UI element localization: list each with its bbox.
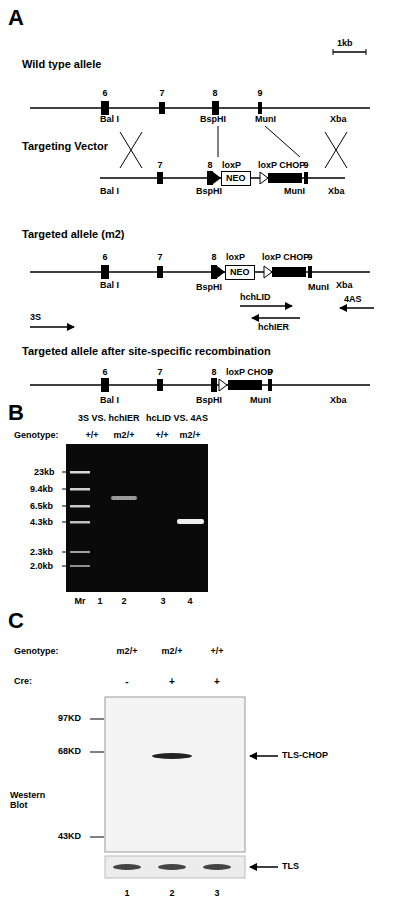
label: BspHI [196, 186, 222, 196]
label: + [169, 676, 175, 688]
label: 3S VS. hchIER [78, 413, 140, 423]
label: 4AS [344, 294, 362, 304]
label: m2/+ [180, 430, 201, 440]
label: 7 [157, 367, 162, 377]
label: loxP [222, 160, 241, 170]
label: 9 [303, 160, 308, 170]
label: 3 [160, 596, 165, 606]
label: 68KD [58, 746, 81, 756]
label: 2.3kb [30, 547, 53, 557]
label: Bal I [100, 186, 119, 196]
label: 9 [257, 88, 262, 98]
label: hcLID VS. 4AS [146, 413, 208, 423]
panel-letter: A [8, 5, 24, 30]
label: 3S [30, 312, 41, 322]
label: m2/+ [117, 646, 138, 656]
label: Mr [75, 596, 86, 606]
label: loxP [226, 252, 245, 262]
label: loxP CHOP [258, 160, 305, 170]
label: Xba [328, 186, 345, 196]
label: 9 [307, 252, 312, 262]
allele-title: Targeting Vector [22, 140, 108, 153]
label: +/+ [85, 430, 98, 440]
label: BspHI [196, 395, 222, 405]
label: - [125, 676, 128, 688]
label: loxP CHOP [226, 367, 273, 377]
label: 97KD [58, 713, 81, 723]
allele-title: Wild type allele [22, 58, 101, 71]
label: +/+ [155, 430, 168, 440]
label: 2 [121, 596, 126, 606]
label: MunI [308, 282, 329, 292]
label: TLS-CHOP [282, 750, 328, 760]
label: 1 [124, 888, 129, 898]
label: 23kb [34, 467, 55, 477]
label: hchLID [240, 292, 271, 302]
label: 9.4kb [30, 484, 53, 494]
label: 6 [102, 88, 107, 98]
label: 3 [214, 888, 219, 898]
label: MunI [284, 186, 305, 196]
box-label: NEO [226, 173, 246, 183]
label: hchIER [258, 322, 289, 332]
label: +/+ [210, 646, 223, 656]
label: TLS [282, 861, 299, 871]
label: 8 [207, 160, 212, 170]
neo-cassette-box: NEO [221, 171, 251, 186]
label: 8 [211, 367, 216, 377]
label: BspHI [196, 282, 222, 292]
label: Western Blot [10, 790, 56, 811]
label: Genotype: [14, 646, 59, 656]
label: Xba [330, 114, 347, 124]
label: m2/+ [162, 646, 183, 656]
label: 43KD [58, 831, 81, 841]
label: 7 [157, 252, 162, 262]
label: Bal I [100, 280, 119, 290]
label: MunI [255, 114, 276, 124]
label: 1 [97, 596, 102, 606]
label: BspHI [200, 114, 226, 124]
label: 4 [187, 596, 192, 606]
label: 4.3kb [30, 517, 53, 527]
label: 8 [212, 88, 217, 98]
label: 2 [169, 888, 174, 898]
label: loxP CHOP [262, 252, 309, 262]
label: Cre: [14, 676, 32, 686]
label: + [214, 676, 220, 688]
label: 6.5kb [30, 501, 53, 511]
label: 2.0kb [30, 561, 53, 571]
label: Bal I [100, 114, 119, 124]
allele-title: Targeted allele after site-specific reco… [22, 345, 271, 358]
box-label: NEO [230, 267, 250, 277]
label: 8 [211, 252, 216, 262]
allele-title: Targeted allele (m2) [22, 228, 125, 241]
panel-letter: C [8, 608, 24, 633]
label: m2/+ [114, 430, 135, 440]
label: Bal I [100, 395, 119, 405]
label: MunI [250, 395, 271, 405]
label: 6 [102, 367, 107, 377]
label: 1kb [337, 38, 353, 48]
label: Xba [330, 395, 347, 405]
label: Xba [336, 280, 353, 290]
label: 7 [157, 160, 162, 170]
label: 6 [102, 252, 107, 262]
label: Genotype: [14, 430, 59, 440]
label: 9 [267, 367, 272, 377]
panel-letter: B [8, 400, 24, 425]
label: 7 [159, 88, 164, 98]
neo-cassette-box: NEO [225, 265, 255, 280]
